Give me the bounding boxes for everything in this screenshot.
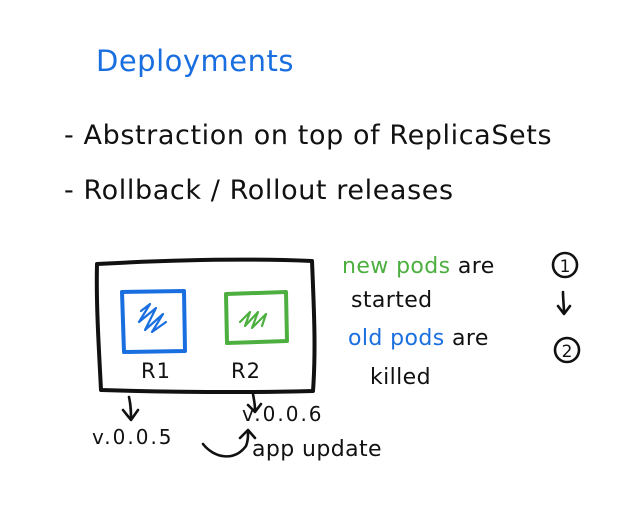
step-2-line: old pods are [348,328,489,350]
step-1-number: 1 [560,257,571,277]
step-1-highlight: new pods [342,254,451,279]
r2-version-label: v.0.0.6 [242,402,324,426]
step-2-number: 2 [562,342,573,362]
step-1-rest: are [450,254,495,279]
step-1-circle [551,251,579,279]
replicaset-r2-scribble [238,310,268,330]
bullet-abstraction: - Abstraction on top of ReplicaSets [64,120,553,151]
step-2-continuation: killed [370,365,431,390]
update-curve-arrow-icon [201,428,257,458]
replicaset-r2-square [224,290,289,345]
bullet-rollback: - Rollback / Rollout releases [64,175,454,206]
r1-down-arrow-icon [121,395,140,422]
replicaset-r2-label: R2 [231,359,261,383]
replicaset-r1-scribble [137,302,168,334]
r2-down-arrow-icon [246,392,263,414]
deployment-box [94,257,317,395]
page-title: Deployments [96,44,294,78]
app-update-label: app update [252,437,382,462]
replicaset-r1-square [120,289,187,354]
r1-version-label: v.0.0.5 [92,425,174,449]
step-2-highlight: old pods [348,326,445,351]
step-1-continuation: started [351,288,433,313]
step-1-line: new pods are [342,256,495,278]
step-2-rest: are [444,326,489,351]
step-sequence-arrow-icon [556,290,572,316]
replicaset-r1-label: R1 [141,359,171,383]
step-2-circle [553,336,581,364]
